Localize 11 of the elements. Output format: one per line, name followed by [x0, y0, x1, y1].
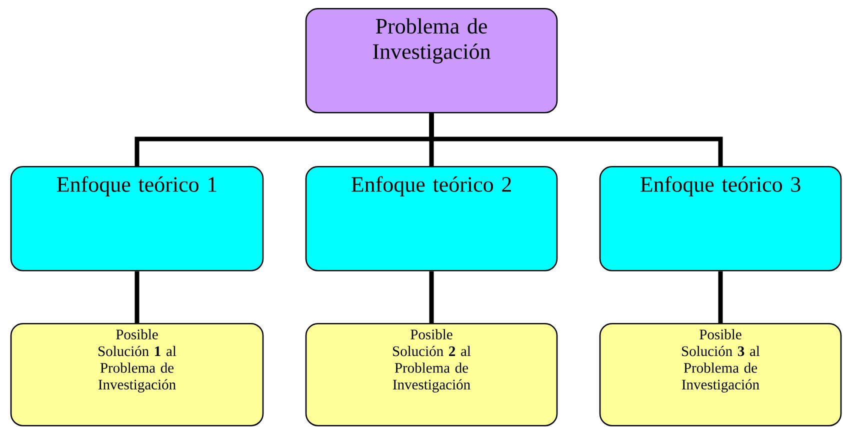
- connector-line: [718, 271, 723, 323]
- approach-box: Enfoque teórico 3: [599, 166, 842, 272]
- solution-box: Posible Solución 1 al Problema de Investigación: [10, 323, 264, 426]
- solution-box: Posible Solución 3 al Problema de Investigación: [599, 323, 842, 426]
- approach-box: Enfoque teórico 2: [305, 166, 558, 272]
- connector-line: [429, 271, 434, 323]
- approach-box: Enfoque teórico 1: [10, 166, 264, 272]
- connector-line: [429, 113, 723, 166]
- connector-line: [134, 271, 140, 323]
- problem-box: Problema de Investigación: [305, 8, 558, 114]
- solution-box: Posible Solución 2 al Problema de Investigación: [305, 323, 558, 426]
